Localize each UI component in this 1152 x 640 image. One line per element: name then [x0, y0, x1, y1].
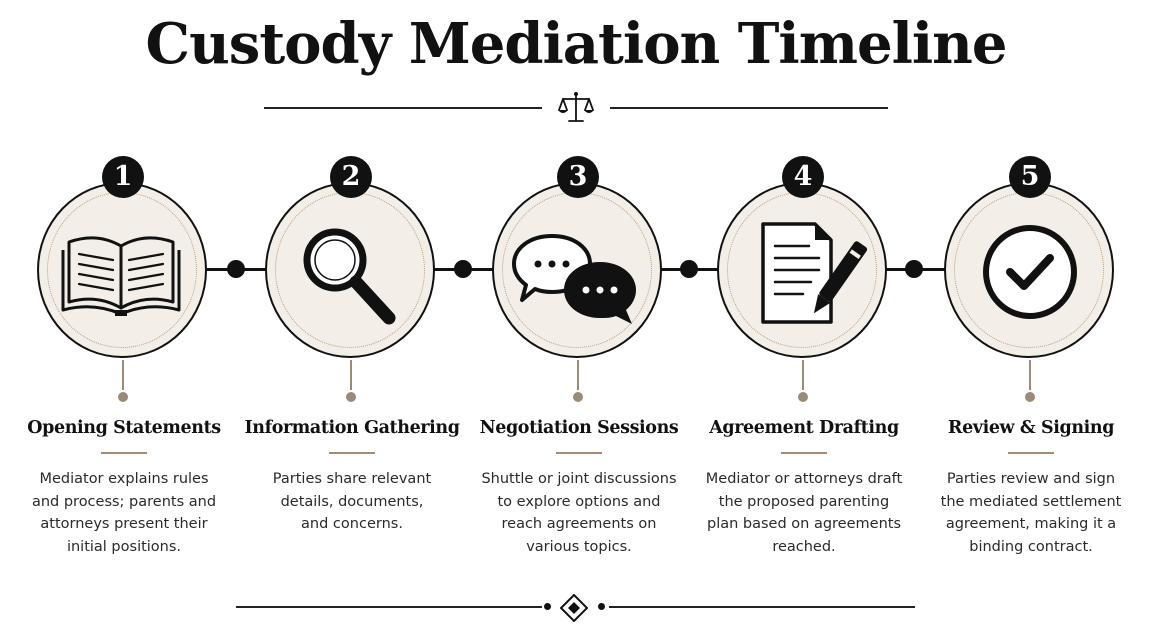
step-circle: [944, 182, 1114, 358]
connector-dot-4-5: [905, 260, 923, 278]
step-description: Parties share relevant details, document…: [272, 471, 432, 532]
step-circle: [492, 182, 662, 358]
step-number-badge: 1: [102, 156, 144, 198]
connector-dot-3-4: [680, 260, 698, 278]
step-circle: [37, 182, 207, 358]
step-title: Negotiation Sessions: [479, 418, 679, 438]
step-stem: [1029, 360, 1031, 390]
connector-dot-2-3: [454, 260, 472, 278]
step-circle: [717, 182, 887, 358]
step-title: Agreement Drafting: [709, 418, 899, 438]
step-title-underline: [1008, 452, 1054, 454]
open-book-icon: [61, 236, 181, 316]
step-title-underline: [329, 452, 375, 454]
step-number-badge: 4: [782, 156, 824, 198]
scales-of-justice-icon: [558, 92, 594, 122]
footer-dot-left: [544, 603, 551, 610]
step-stem-dot: [118, 392, 128, 402]
step-stem: [122, 360, 124, 390]
footer-dot-right: [598, 603, 605, 610]
footer-rule-left: [236, 606, 542, 608]
connector-dot-1-2: [227, 260, 245, 278]
step-stem-dot: [1025, 392, 1035, 402]
magnifying-glass-icon: [303, 228, 396, 325]
step-description: Mediator explains rules and process; par…: [31, 471, 217, 555]
diamond-ornament-icon: [560, 594, 588, 622]
step-circle: [265, 182, 435, 358]
checkmark-circle-icon: [983, 225, 1077, 319]
step-stem-dot: [346, 392, 356, 402]
step-number-badge: 2: [330, 156, 372, 198]
step-description: Parties review and sign the mediated set…: [940, 471, 1122, 555]
step-number-badge: 3: [557, 156, 599, 198]
chat-bubbles-icon: [512, 234, 636, 324]
step-stem: [802, 360, 804, 390]
document-pen-icon: [761, 222, 868, 324]
step-title: Review & Signing: [947, 418, 1115, 438]
step-stem-dot: [798, 392, 808, 402]
step-title: Information Gathering: [244, 418, 460, 438]
footer-rule-right: [609, 606, 915, 608]
step-description: Shuttle or joint discussions to explore …: [481, 471, 677, 555]
title-rule-left: [264, 107, 542, 109]
step-title: Opening Statements: [27, 418, 221, 438]
step-stem: [577, 360, 579, 390]
step-stem: [350, 360, 352, 390]
step-description: Mediator or attorneys draft the proposed…: [705, 471, 903, 555]
title-rule-right: [610, 107, 888, 109]
page-title: Custody Mediation Timeline: [145, 11, 1008, 77]
step-title-underline: [101, 452, 147, 454]
step-title-underline: [781, 452, 827, 454]
step-number-badge: 5: [1009, 156, 1051, 198]
step-stem-dot: [573, 392, 583, 402]
step-title-underline: [556, 452, 602, 454]
